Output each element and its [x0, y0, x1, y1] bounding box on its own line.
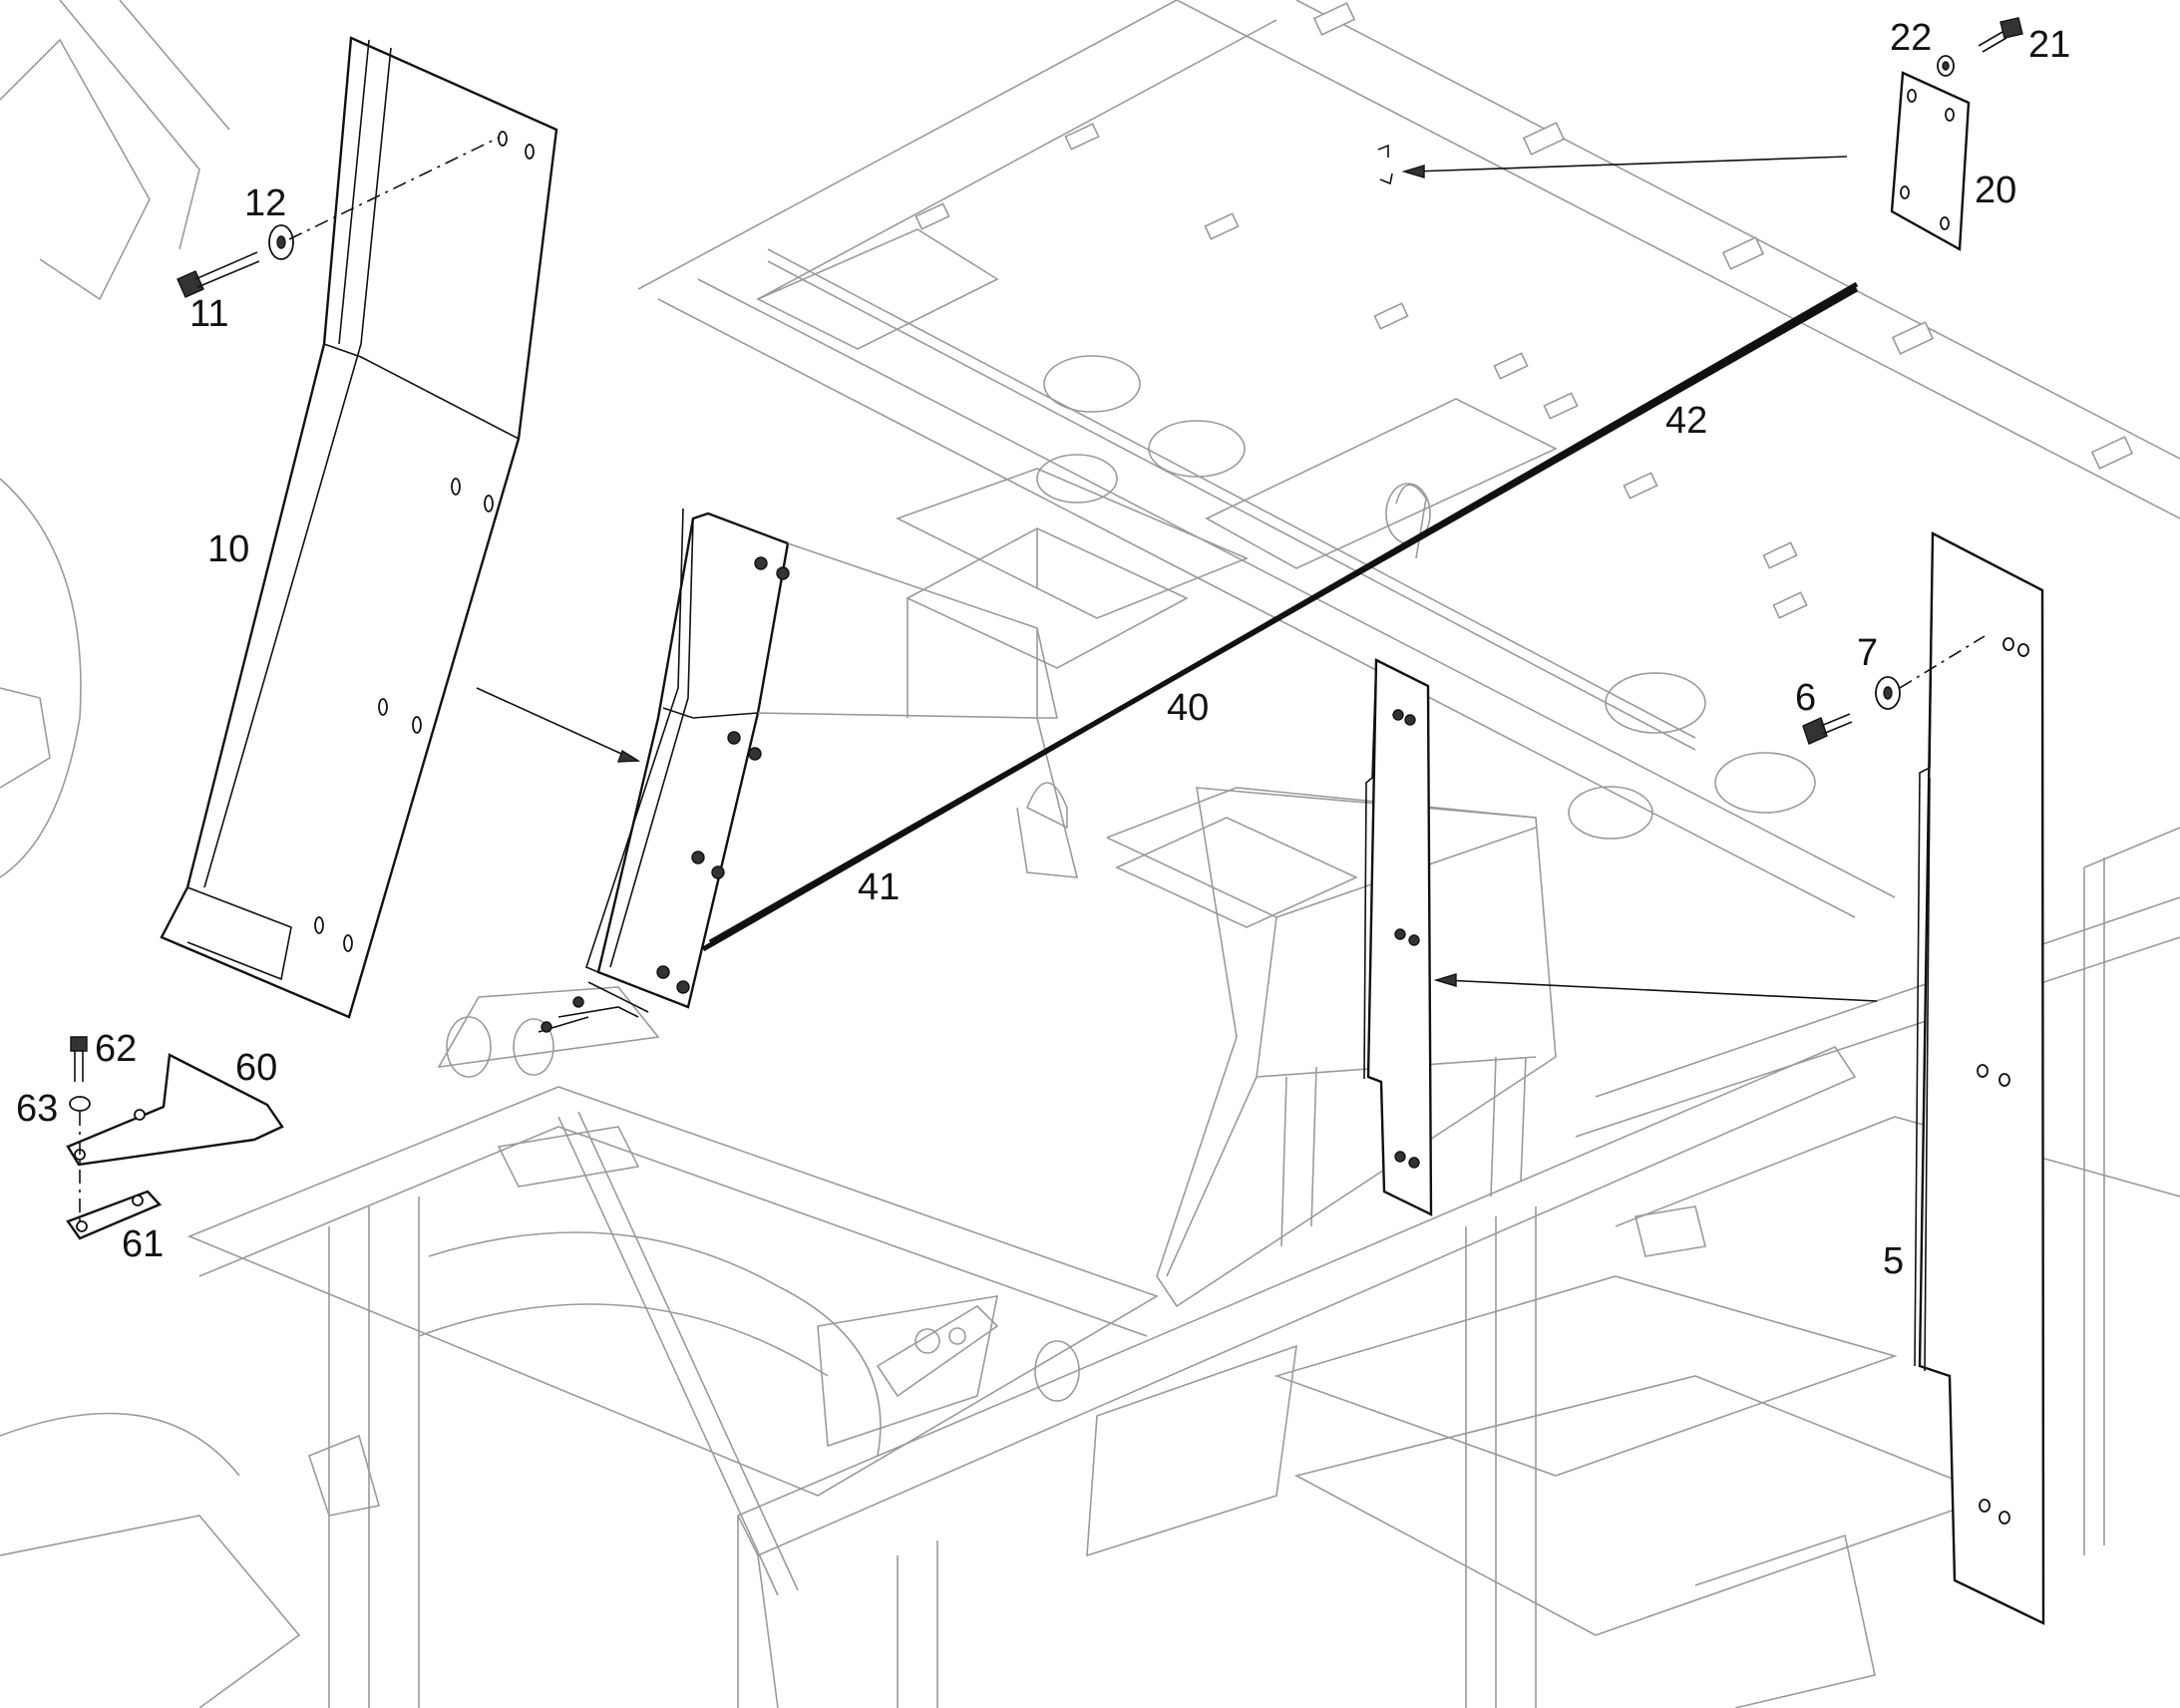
arrow-5-to-strip [1443, 979, 1878, 1002]
part-62-bolt [70, 1036, 88, 1082]
callout-60: 60 [235, 1047, 277, 1089]
part-6-bolt [1802, 713, 1853, 745]
center-flat-plate [757, 542, 1079, 878]
callout-10: 10 [207, 528, 249, 570]
part-61-link-plate [66, 1190, 163, 1240]
part-11-bolt [177, 251, 260, 298]
callout-6: 6 [1795, 677, 1816, 719]
part-7-washer [1875, 676, 1901, 710]
assembly-line-10 [288, 137, 500, 240]
callout-62: 62 [95, 1028, 137, 1070]
callout-40: 40 [1167, 687, 1209, 729]
callout-12: 12 [244, 182, 286, 224]
callout-61: 61 [122, 1223, 164, 1265]
part-22-washer [1937, 55, 1955, 77]
callout-5: 5 [1883, 1240, 1904, 1282]
callout-21: 21 [2028, 24, 2070, 66]
callout-42: 42 [1665, 400, 1707, 442]
part-21-bolt [1978, 17, 2023, 53]
part-10-side-panel [160, 36, 558, 1019]
callout-7: 7 [1857, 632, 1878, 674]
callout-20: 20 [1975, 170, 2016, 211]
assembly-line-5 [1899, 635, 1986, 689]
deck-pads [914, 2, 2134, 619]
arrowhead-10 [616, 749, 641, 763]
callout-63: 63 [16, 1088, 58, 1130]
part-12-washer [268, 224, 294, 260]
callout-11: 11 [189, 293, 228, 335]
part-20-cover-plate [1890, 71, 1971, 251]
mid-deflector-panel [538, 508, 790, 1033]
callout-labels: 5 6 7 10 11 12 20 21 22 40 41 42 60 61 6… [16, 17, 2070, 1282]
callout-22: 22 [1890, 17, 1932, 59]
arrowhead-5 [1433, 973, 1457, 987]
callout-41: 41 [858, 866, 900, 908]
target-bracket-20 [1377, 144, 1393, 185]
arrow-20-target [1413, 156, 1848, 172]
arrowhead-20 [1401, 165, 1425, 178]
parts-40-41-42-rods [701, 281, 1859, 952]
hopper-strip-panel [1363, 658, 1433, 1216]
arrow-10-to-panel [476, 687, 631, 759]
part-63-nut [69, 1096, 91, 1112]
part-5-tall-panel [1914, 531, 2045, 1625]
